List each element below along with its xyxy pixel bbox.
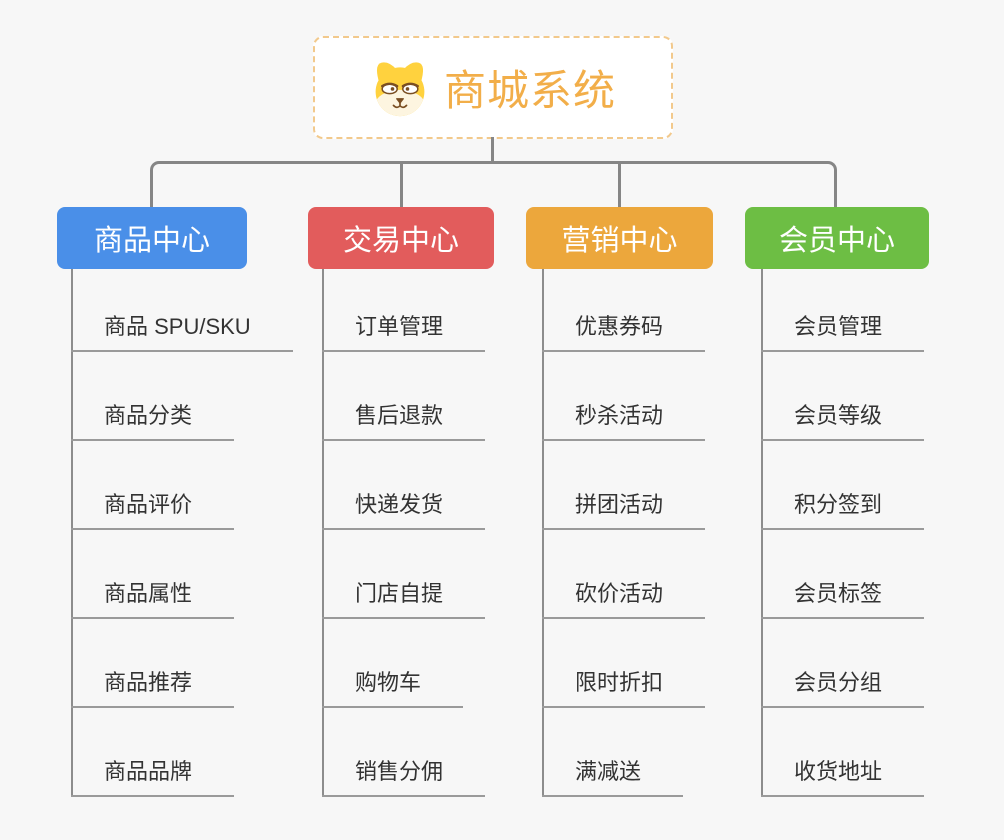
leaf-node[interactable]: 快递发货 <box>322 490 486 530</box>
leaf-node[interactable]: 商品 SPU/SKU <box>71 312 293 352</box>
branch-children-trade-center: 订单管理 售后退款 快递发货 门店自提 购物车 销售分佣 <box>322 269 572 799</box>
branch-label: 营销中心 <box>561 225 678 257</box>
connector-drop-marketing <box>618 163 621 207</box>
branch-node-member-center[interactable]: 会员中心 <box>745 207 929 269</box>
connector-root-drop <box>491 137 494 164</box>
root-title: 商城系统 <box>443 67 616 114</box>
connector-drop-trade <box>400 163 403 207</box>
branch-node-trade-center[interactable]: 交易中心 <box>308 207 494 269</box>
branch-node-marketing-center[interactable]: 营销中心 <box>526 207 713 269</box>
leaf-node[interactable]: 满减送 <box>542 757 684 797</box>
branch-children-marketing-center: 优惠券码 秒杀活动 拼团活动 砍价活动 限时折扣 满减送 <box>542 269 792 799</box>
leaf-node[interactable]: 门店自提 <box>322 579 486 619</box>
leaf-node[interactable]: 售后退款 <box>322 401 486 441</box>
branch-label: 交易中心 <box>342 225 459 257</box>
leaf-node[interactable]: 商品属性 <box>71 579 235 619</box>
leaf-node[interactable]: 秒杀活动 <box>542 401 706 441</box>
leaf-node[interactable]: 砍价活动 <box>542 579 706 619</box>
leaf-node[interactable]: 购物车 <box>322 668 464 708</box>
branch-label: 会员中心 <box>778 225 895 257</box>
leaf-node[interactable]: 商品品牌 <box>71 757 235 797</box>
dog-face-icon <box>375 61 425 116</box>
leaf-node[interactable]: 会员分组 <box>761 668 925 708</box>
branch-children-member-center: 会员管理 会员等级 积分签到 会员标签 会员分组 收货地址 <box>761 269 1004 799</box>
leaf-node[interactable]: 订单管理 <box>322 312 486 352</box>
root-node[interactable]: 商城系统 <box>313 36 673 139</box>
leaf-node[interactable]: 商品推荐 <box>71 668 235 708</box>
leaf-node[interactable]: 商品评价 <box>71 490 235 530</box>
branch-label: 商品中心 <box>93 225 210 257</box>
leaf-node[interactable]: 会员管理 <box>761 312 925 352</box>
leaf-node[interactable]: 商品分类 <box>71 401 235 441</box>
leaf-node[interactable]: 收货地址 <box>761 757 925 797</box>
branch-node-product-center[interactable]: 商品中心 <box>57 207 247 269</box>
leaf-node[interactable]: 拼团活动 <box>542 490 706 530</box>
connector-column-line <box>71 269 73 797</box>
connector-column-line <box>322 269 324 797</box>
leaf-node[interactable]: 会员等级 <box>761 401 925 441</box>
connector-bus <box>150 161 837 207</box>
leaf-node[interactable]: 会员标签 <box>761 579 925 619</box>
leaf-node[interactable]: 积分签到 <box>761 490 925 530</box>
branch-children-product-center: 商品 SPU/SKU 商品分类 商品评价 商品属性 商品推荐 商品品牌 <box>71 269 321 799</box>
leaf-node[interactable]: 限时折扣 <box>542 668 706 708</box>
connector-column-line <box>542 269 544 797</box>
leaf-node[interactable]: 优惠券码 <box>542 312 706 352</box>
connector-column-line <box>761 269 763 797</box>
leaf-node[interactable]: 销售分佣 <box>322 757 486 797</box>
